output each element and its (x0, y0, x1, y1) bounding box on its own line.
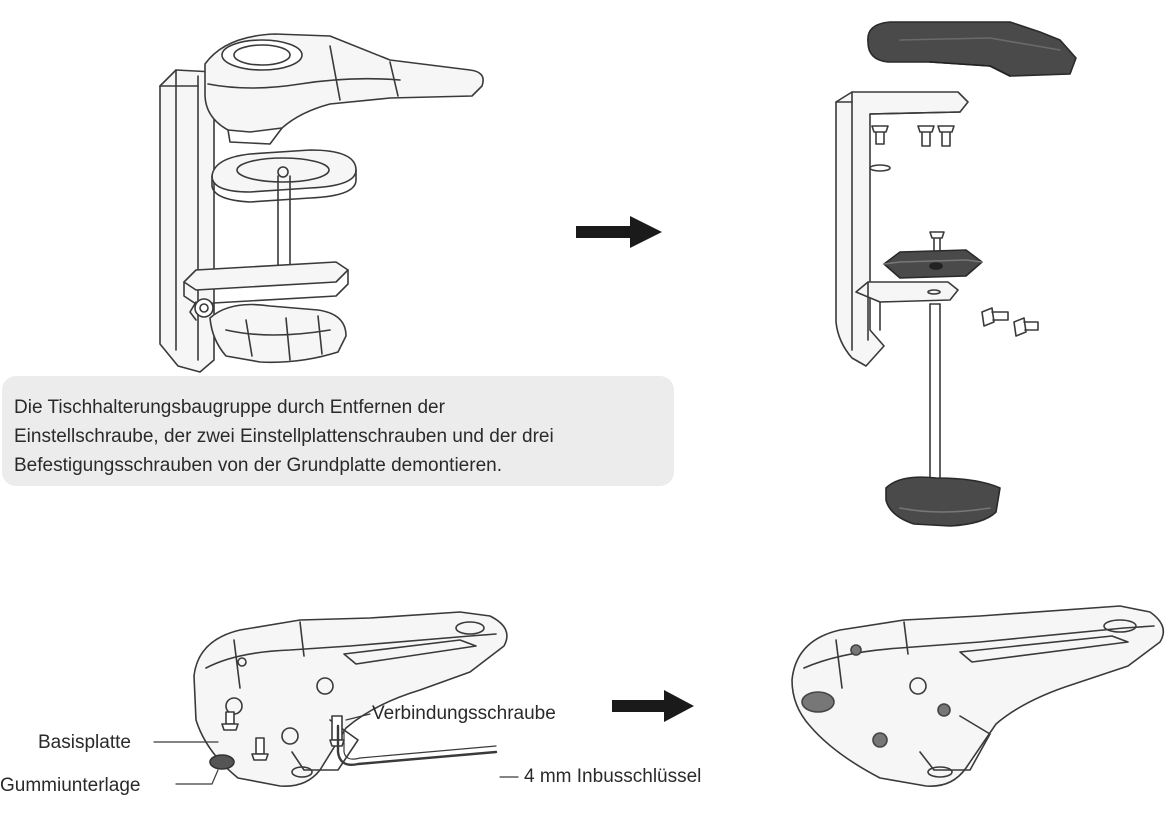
label-inbusschluessel: 4 mm Inbusschlüssel (524, 766, 702, 787)
arrow-right-icon (612, 690, 694, 722)
instruction-line: Einstellschraube, der zwei Einstellplatt… (14, 426, 554, 447)
instruction-line: Die Tischhalterungsbaugruppe durch Entfe… (14, 397, 445, 418)
label-basisplatte: Basisplatte (38, 732, 131, 753)
exploded-desk-clamp (835, 21, 1077, 527)
base-plate-underside (153, 611, 519, 787)
arrow-right-icon (576, 216, 662, 248)
arrows (576, 216, 694, 722)
assembled-desk-clamp (159, 33, 484, 373)
instruction-note: Die Tischhalterungsbaugruppe durch Entfe… (2, 376, 674, 486)
label-gummiunterlage: Gummiunterlage (0, 775, 141, 796)
instruction-line: Befestigungsschrauben von der Grundplatt… (14, 455, 502, 476)
label-verbindungsschraube: Verbindungsschraube (372, 703, 556, 724)
base-plate-finished (791, 605, 1165, 787)
